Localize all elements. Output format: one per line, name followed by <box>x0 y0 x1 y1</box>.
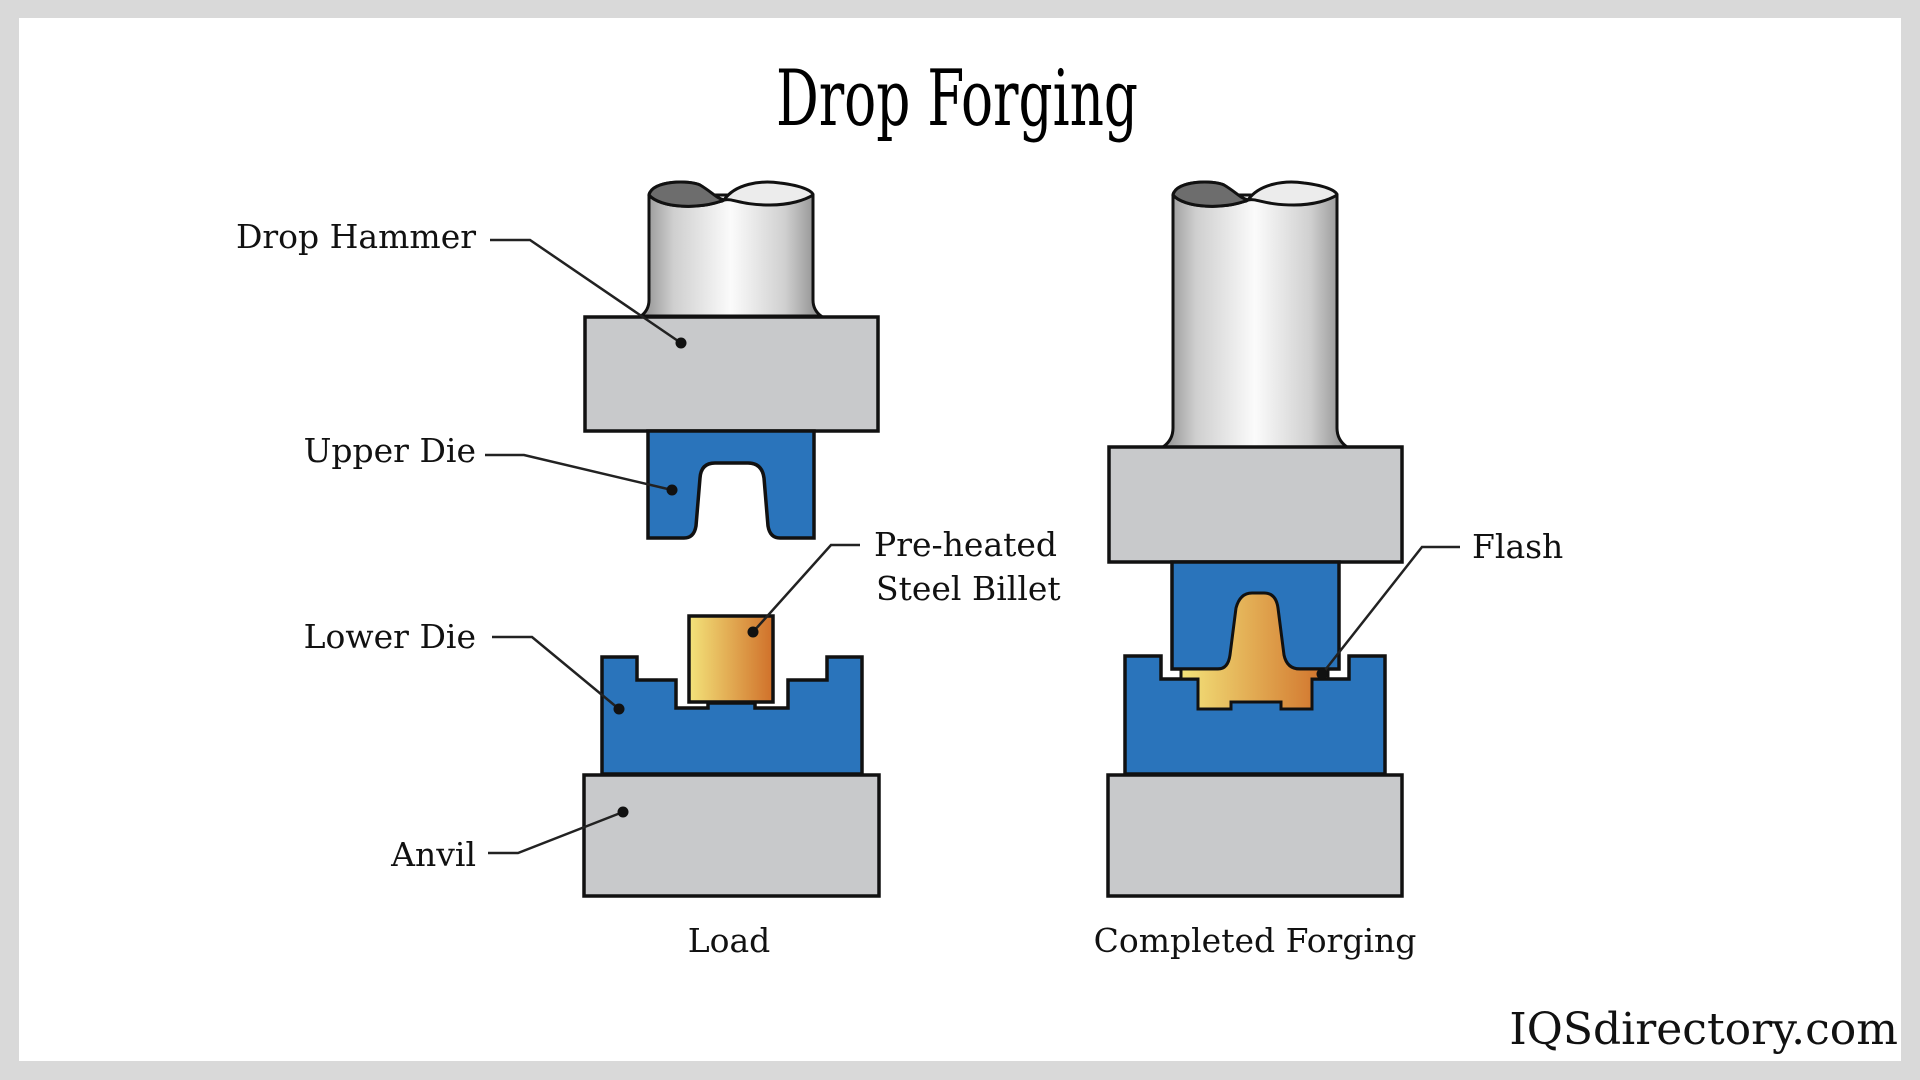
diagram-title: Drop Forging <box>776 54 1138 144</box>
leader-drop-hammer <box>490 238 682 345</box>
label-anvil: Anvil <box>390 835 476 874</box>
leader-billet <box>752 543 860 633</box>
upper-die-left <box>646 429 816 540</box>
marker-anvil <box>617 806 629 818</box>
drop-hammer-shaft-right <box>1158 180 1352 449</box>
marker-lower-die <box>613 703 625 715</box>
label-lower-die: Lower Die <box>304 617 476 656</box>
leader-upper-die <box>485 453 673 492</box>
brand-watermark: IQSdirectory.com <box>1509 1004 1898 1055</box>
leader-flash <box>1321 545 1460 675</box>
label-upper-die: Upper Die <box>304 431 476 470</box>
drop-hammer-block-right <box>1107 445 1404 564</box>
anvil-right <box>1106 773 1404 898</box>
completed-forging <box>1179 591 1330 711</box>
steel-billet <box>687 614 775 704</box>
marker-drop-hammer <box>675 337 687 349</box>
stage-load: Drop Hammer Upper Die Lower Die Anvil Pr… <box>236 180 1061 960</box>
lower-die-left <box>600 655 864 776</box>
label-billet-line1: Pre-heated <box>874 525 1057 564</box>
label-drop-hammer: Drop Hammer <box>236 217 476 256</box>
anvil-left <box>582 773 881 898</box>
leader-anvil <box>488 810 624 855</box>
marker-flash <box>1316 668 1328 680</box>
diagram-panel <box>19 18 1901 1061</box>
drop-hammer-shaft-left <box>636 180 826 318</box>
drop-hammer-block-left <box>583 315 880 433</box>
label-billet-line2: Steel Billet <box>876 569 1061 608</box>
marker-billet <box>747 626 759 638</box>
leader-lower-die <box>492 635 620 710</box>
marker-upper-die <box>666 484 678 496</box>
caption-load: Load <box>688 921 771 960</box>
stage-completed-forging: Flash Completed Forging <box>1094 180 1563 960</box>
caption-completed-forging: Completed Forging <box>1094 921 1417 960</box>
label-flash: Flash <box>1472 527 1563 566</box>
